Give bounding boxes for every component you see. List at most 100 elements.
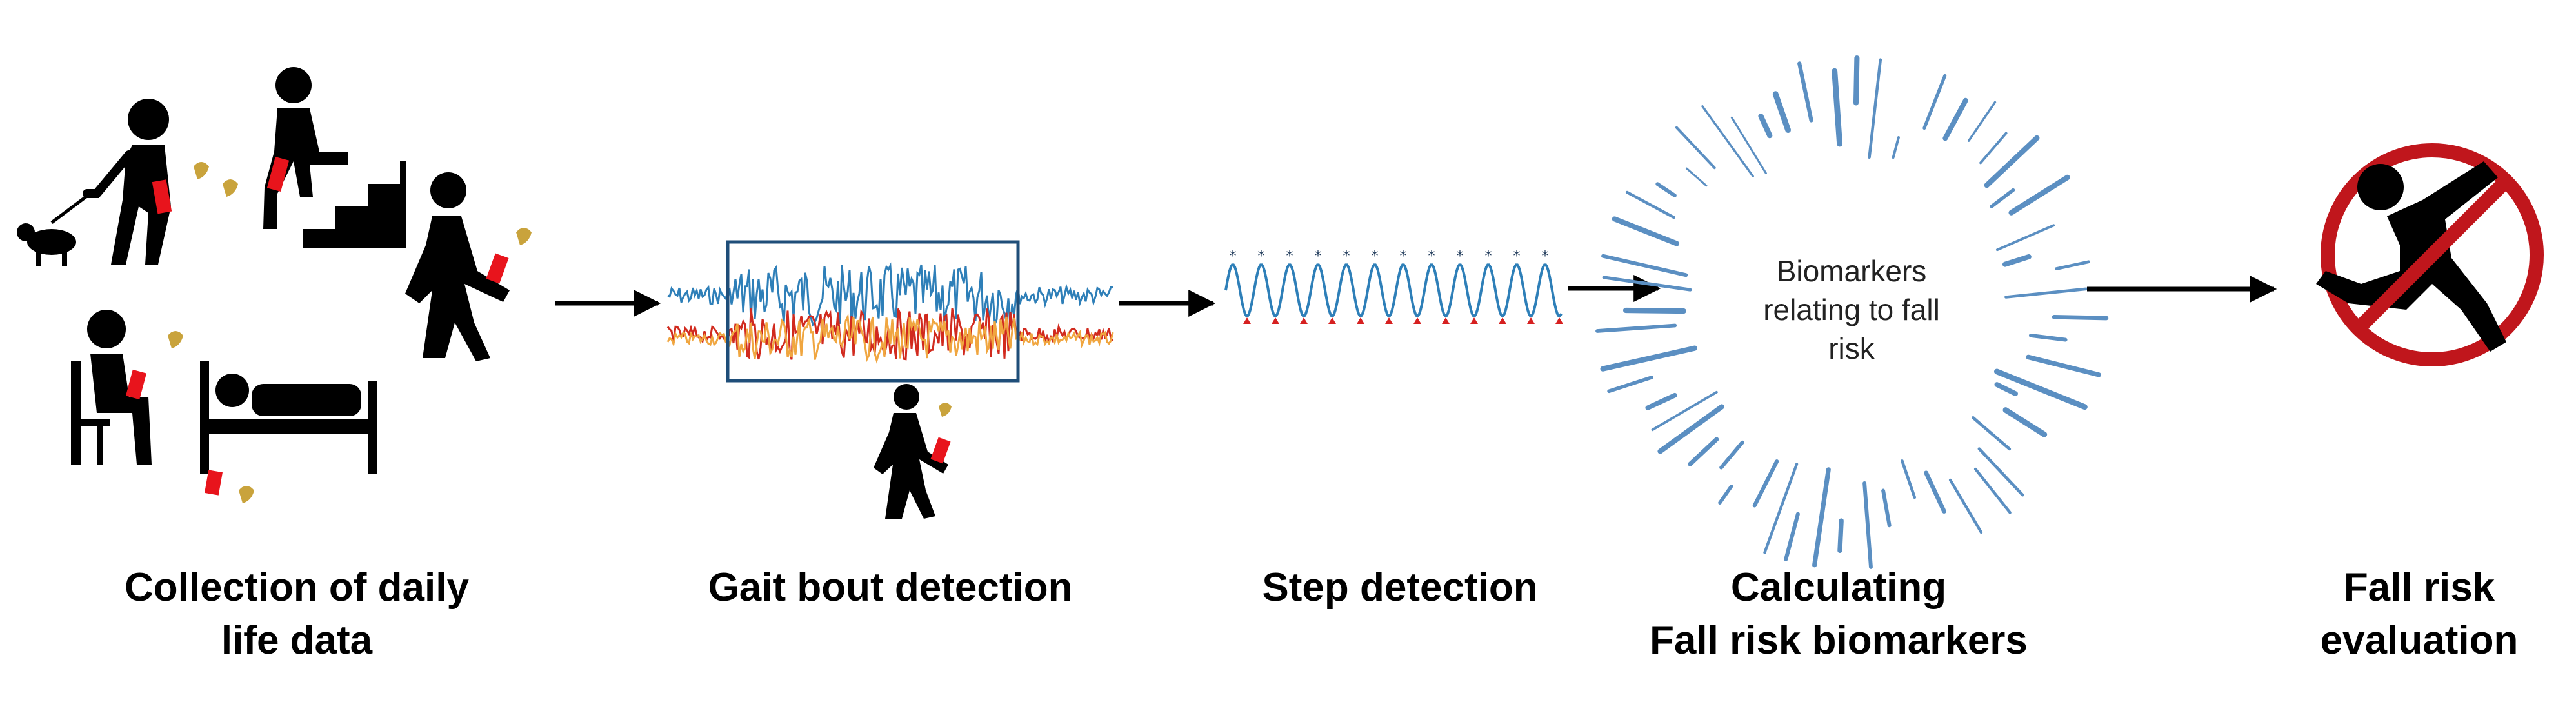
burst-ray [1797, 61, 1813, 123]
lying-person-in-bed-icon [200, 361, 377, 503]
step-trough-markers [1243, 317, 1563, 324]
step-peak-marker: * [1542, 248, 1549, 265]
step-peak-marker: * [1485, 248, 1492, 265]
burst-ray [2054, 260, 2090, 271]
step-trough-marker [1527, 317, 1535, 324]
walking-person-icon [405, 172, 532, 361]
burst-ray [2002, 407, 2048, 437]
step-peak-marker: * [1258, 248, 1265, 265]
step-peak-marker: * [1513, 248, 1521, 265]
acceleration-signal-orange [666, 313, 1114, 364]
burst-ray [1948, 478, 1983, 534]
burst-ray [1758, 113, 1773, 139]
step-peak-marker: * [1343, 248, 1350, 265]
biomarker-burst-text: Biomarkers relating to fall risk [1763, 254, 1940, 365]
burst-ray [1979, 132, 2008, 165]
dog-walker-icon [17, 99, 172, 266]
sitting-person-icon [71, 310, 183, 465]
burst-ray [1853, 55, 1860, 106]
step-peak-marker: * [1400, 248, 1407, 265]
step-trough-marker [1385, 317, 1393, 324]
step-peak-marker: * [1457, 248, 1464, 265]
burst-ray [1772, 91, 1792, 133]
burst-ray [1657, 404, 1724, 454]
burst-ray [1881, 488, 1892, 528]
acceleration-signal-blue [667, 262, 1113, 327]
burst-ray [1763, 463, 1799, 554]
burst-ray [1967, 101, 1997, 142]
step-detection-graphic: * * * * * * * * * * * * [1224, 248, 1563, 324]
gait-bout-detection-graphic [666, 240, 1114, 519]
burst-ray [1922, 74, 1947, 130]
step-peak-marker: * [1230, 248, 1237, 265]
step-trough-marker [1328, 317, 1336, 324]
burst-ray [2026, 354, 2101, 377]
step-trough-marker [1555, 317, 1563, 324]
burst-ray [1812, 467, 1831, 568]
gait-bout-box [726, 240, 1020, 383]
step-trough-marker [1243, 317, 1251, 324]
burst-ray [2028, 333, 2068, 342]
burst-ray [1892, 136, 1900, 159]
burst-ray [1645, 392, 1677, 410]
burst-ray [1993, 368, 2088, 410]
step-peak-marker: * [1315, 248, 1322, 265]
burst-ray [1984, 135, 2040, 188]
step-trough-marker [1300, 317, 1308, 324]
stair-climber-icon [263, 67, 406, 248]
step-signal-wave [1224, 263, 1563, 317]
burst-ray [1868, 58, 1882, 159]
stage-label-collection: Collection of daily life data [125, 565, 469, 663]
burst-ray [1752, 459, 1779, 508]
stage-label-biomarkers: Calculating Fall risk biomarkers [1650, 565, 2028, 663]
burst-ray [2004, 287, 2088, 299]
burst-ray [1595, 323, 1677, 333]
stage-label-gait: Gait bout detection [708, 565, 1073, 610]
burst-ray [1601, 254, 1688, 277]
step-trough-marker [1413, 317, 1421, 324]
burst-ray [1686, 167, 1708, 187]
burst-ray [1990, 188, 2015, 208]
burst-ray [1719, 440, 1744, 470]
burst-ray [1625, 190, 1675, 219]
burst-ray [1688, 437, 1719, 466]
burst-ray [1973, 467, 2012, 514]
stage-label-step: Step detection [1262, 565, 1538, 610]
burst-ray [2052, 314, 2109, 321]
step-peak-marker: * [1372, 248, 1379, 265]
burst-ray [1651, 390, 1718, 432]
burst-ray [2008, 174, 2070, 216]
burst-ray [1977, 447, 2024, 497]
burst-ray [1607, 376, 1653, 394]
step-peak-marker: * [1428, 248, 1435, 265]
burst-ray [1730, 116, 1767, 175]
burst-ray [1924, 470, 1946, 514]
burst-ray [1942, 97, 1968, 141]
burst-ray [1994, 382, 2019, 397]
acceleration-signal-red [666, 308, 1114, 361]
burst-ray [1718, 484, 1733, 505]
step-peak-marker: * [1286, 248, 1293, 265]
step-trough-marker [1470, 317, 1478, 324]
burst-ray [1612, 216, 1680, 246]
burst-ray [1701, 105, 1754, 177]
burst-ray [1832, 68, 1843, 147]
step-peak-markers: * * * * * * * * * * * * [1230, 248, 1549, 265]
fall-prohibition-icon [2316, 143, 2544, 366]
burst-ray [2002, 254, 2032, 267]
phone-call-icon [194, 162, 238, 197]
stage-label-evaluation: Fall risk evaluation [2320, 565, 2519, 663]
burst-ray [1602, 276, 1692, 292]
burst-ray [1901, 459, 1917, 499]
walking-person-small-icon [874, 384, 952, 519]
burst-ray [1675, 126, 1716, 170]
step-trough-marker [1499, 317, 1506, 324]
burst-ray [1995, 224, 2055, 252]
burst-ray [1972, 416, 2012, 451]
burst-ray [1655, 182, 1677, 197]
burst-ray [1622, 307, 1686, 314]
step-trough-marker [1442, 317, 1450, 324]
burst-ray [1784, 512, 1800, 561]
burst-ray [1862, 481, 1873, 569]
